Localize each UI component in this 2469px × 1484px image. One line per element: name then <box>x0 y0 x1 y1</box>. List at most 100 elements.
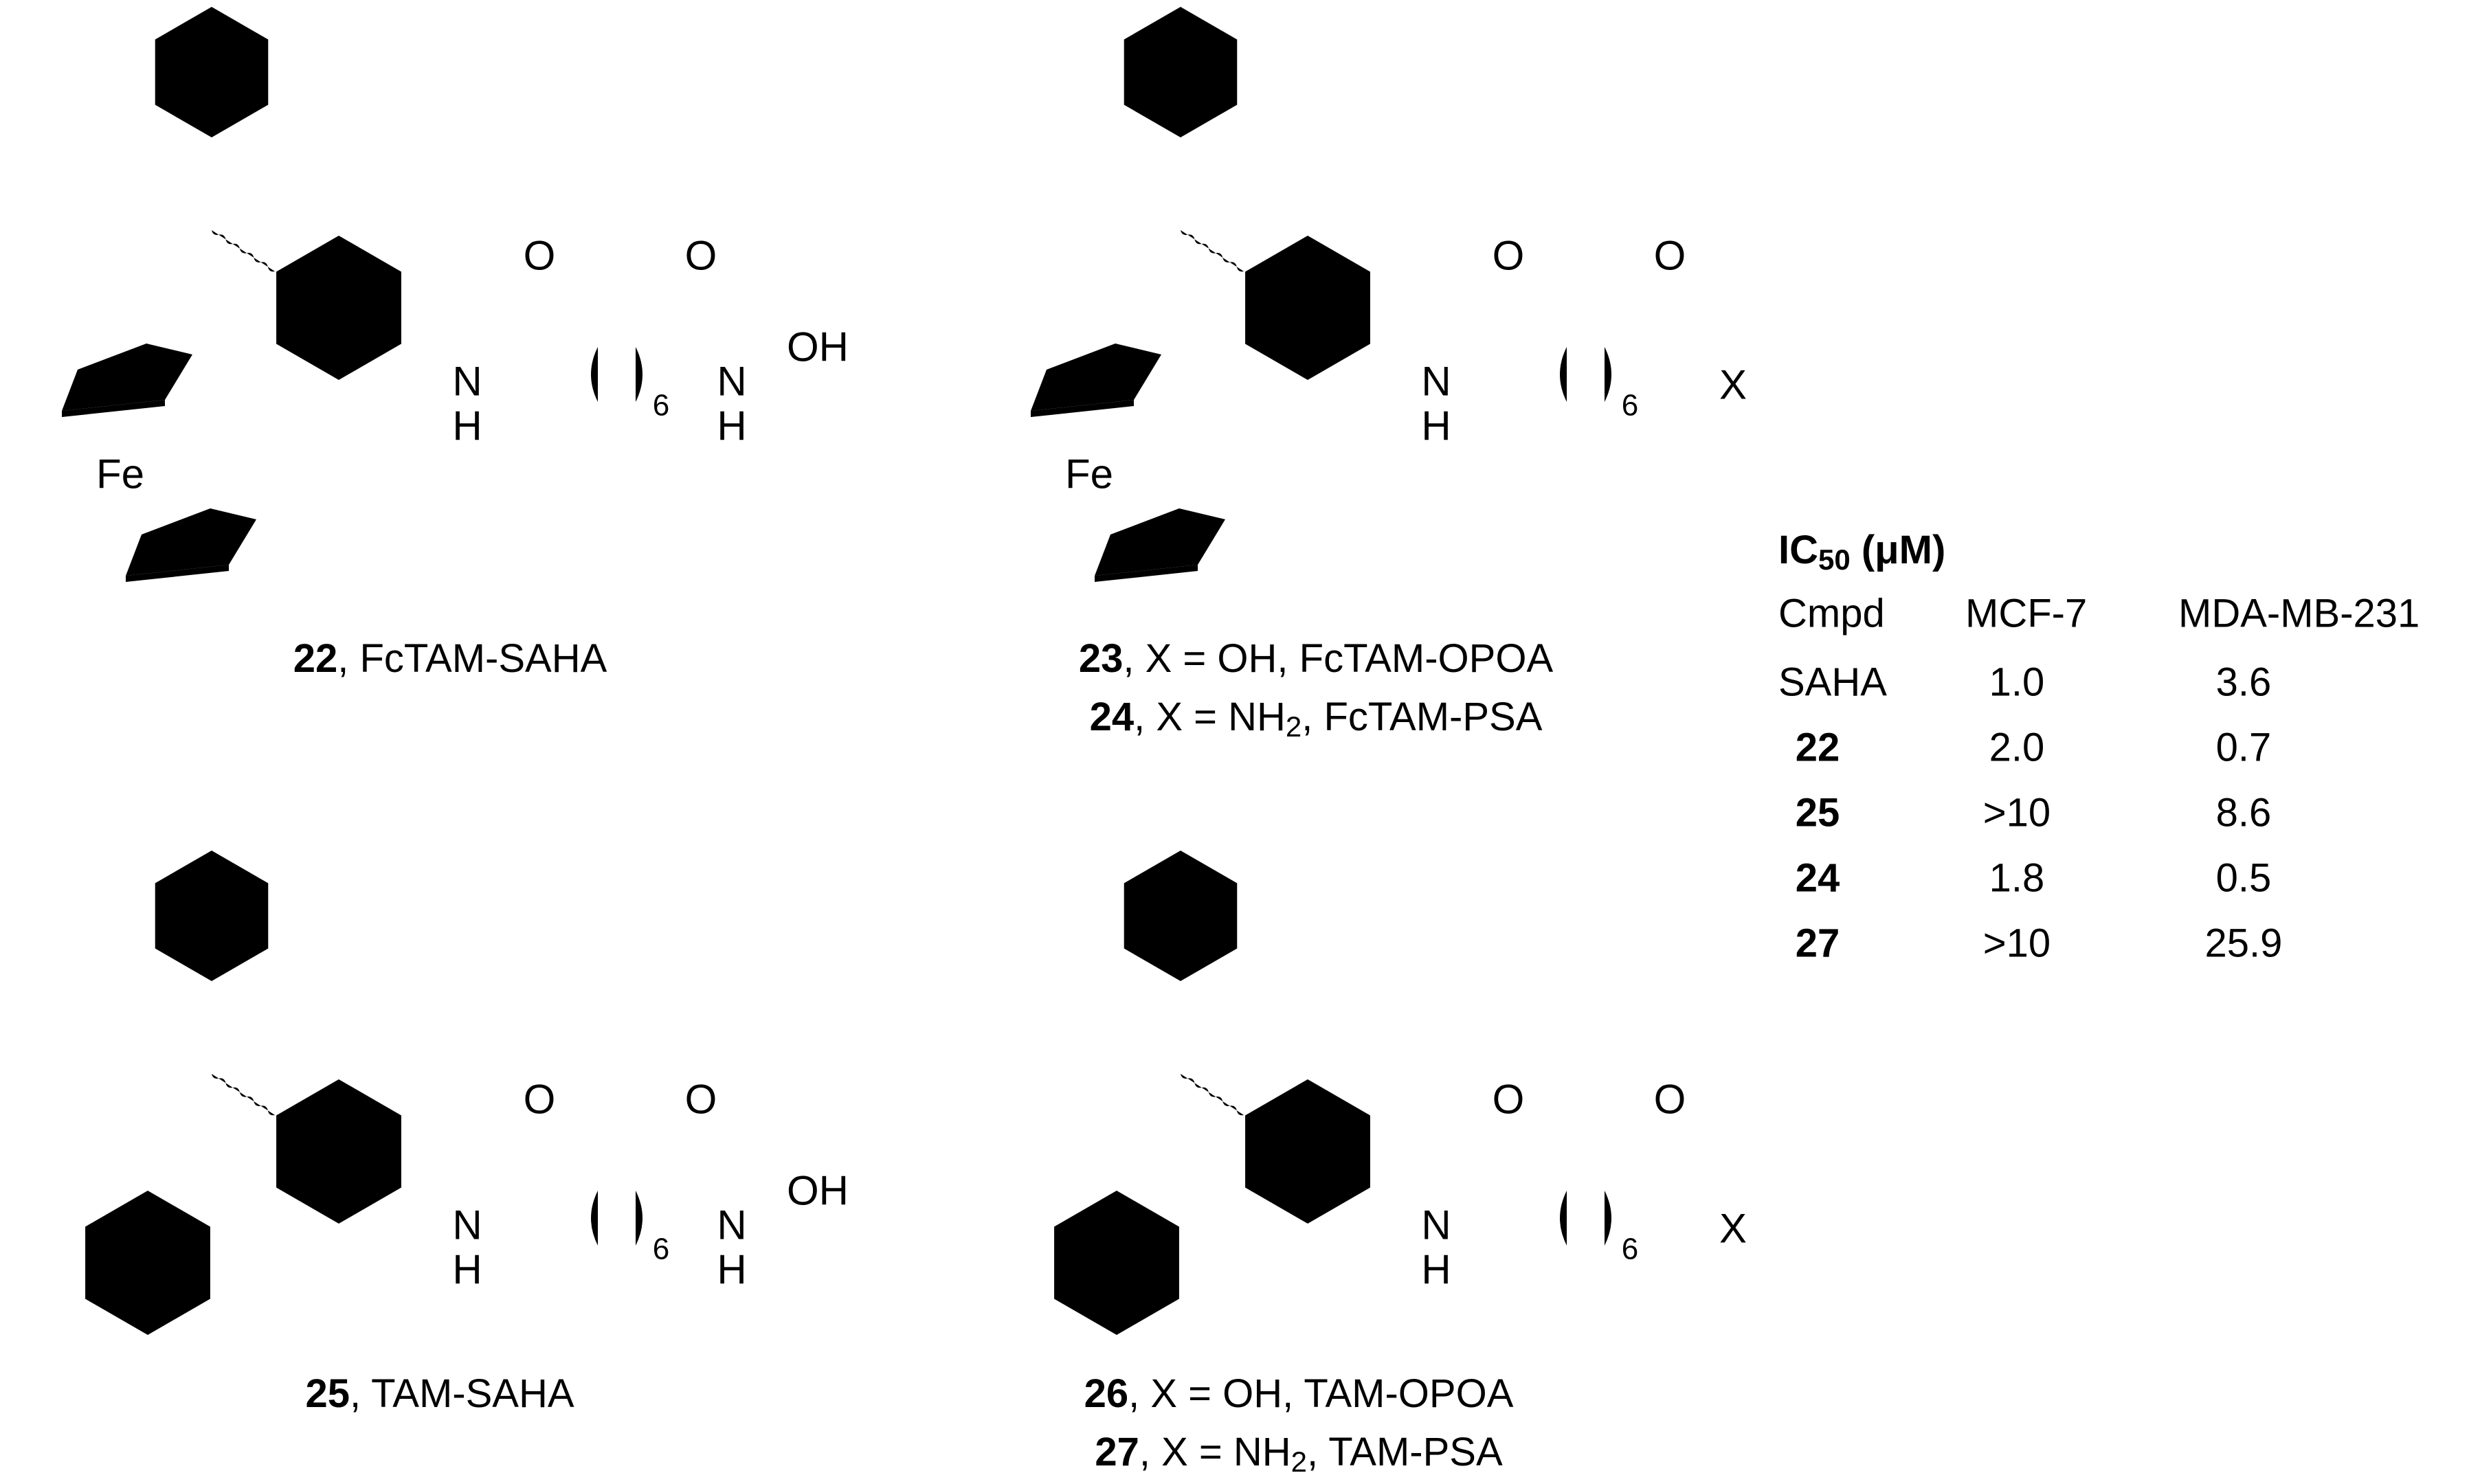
caption-separator: , <box>1128 1371 1150 1416</box>
nh-nitrogen: N <box>1421 359 1451 405</box>
caption-separator: , <box>1134 695 1156 739</box>
row-mcf7-value: 2.0 <box>1989 726 2045 770</box>
compound-number: 22 <box>293 636 338 681</box>
upper-cyclopentadienyl-aromatic-circle <box>1054 360 1135 398</box>
caption-separator: , <box>350 1371 371 1416</box>
compound-number: 27 <box>1095 1430 1139 1474</box>
lower-cyclopentadienyl <box>1095 508 1225 576</box>
caption-26: 26, X = OH, TAM-OPOA <box>1084 1371 1514 1416</box>
x-definition: X = OH, <box>1150 1371 1293 1416</box>
caption-space <box>1293 1371 1304 1416</box>
chain-bond-left <box>533 1188 588 1218</box>
wavy-bond <box>212 230 275 272</box>
caption-separator: , <box>1139 1430 1161 1474</box>
caption-space <box>1288 636 1299 681</box>
row-mda-value: 8.6 <box>2216 791 2272 835</box>
repeat-count: 6 <box>1622 389 1638 423</box>
alkene-bond <box>148 1074 212 1115</box>
title-suffix: (μM) <box>1851 528 1946 572</box>
caption-space <box>1312 695 1323 739</box>
upper-cyclopentadienyl-aromatic-circle <box>85 360 166 398</box>
repeat-bracket-right <box>1605 1191 1611 1246</box>
compound-name: FcTAM-SAHA <box>359 636 607 681</box>
upper-cyclopentadienyl-front-wedge <box>1031 400 1134 417</box>
top-phenyl-ring-double-bond <box>170 23 209 45</box>
lower-cyclopentadienyl-aromatic-circle <box>1118 525 1199 563</box>
alkene-double-bond <box>154 1089 206 1123</box>
title-prefix: IC <box>1778 528 1818 572</box>
header-0: Cmpd <box>1778 592 1885 636</box>
caption-23: 23, X = OH, FcTAM-OPOA <box>1079 636 1554 681</box>
lower-cyclopentadienyl-front-wedge <box>126 565 229 582</box>
x-definition: X = OH, <box>1146 636 1288 681</box>
top-phenyl-ring <box>155 7 269 137</box>
amide-oxygen: O <box>524 1077 556 1123</box>
row-mcf7-value: >10 <box>1983 791 2051 835</box>
nh-to-carbonyl-bond <box>489 344 533 370</box>
ethyl-bond-1 <box>1055 230 1117 271</box>
hydroxamic-hydrogen: H <box>717 403 746 449</box>
hydroxamic-nitrogen: N <box>717 1202 746 1248</box>
compound-name: TAM-PSA <box>1328 1430 1503 1474</box>
compound-number: 24 <box>1090 695 1135 739</box>
lower-phenyl-ring <box>85 1191 210 1335</box>
hydroxyl-group: OH <box>787 324 849 370</box>
title-subscript: 50 <box>1818 543 1851 576</box>
alkene-double-bond <box>1123 1089 1175 1123</box>
terminal-oxygen: O <box>1654 233 1686 279</box>
top-phenyl-ring <box>1124 851 1238 981</box>
compound-name: TAM-SAHA <box>371 1371 574 1416</box>
ethyl-bond-2 <box>990 230 1055 271</box>
row-compound: 25 <box>1796 791 1840 835</box>
row-mda-value: 25.9 <box>2205 921 2283 966</box>
alkene-bond <box>1117 230 1181 271</box>
repeat-bracket-right <box>1605 347 1611 402</box>
repeat-bracket-left <box>1560 1191 1567 1246</box>
ethyl-bond-2 <box>21 1074 86 1115</box>
repeat-bracket-left <box>591 1191 598 1246</box>
alkene-bond <box>148 230 212 271</box>
row-mcf7-value: 1.0 <box>1989 660 2045 705</box>
lower-cyclopentadienyl <box>126 508 256 576</box>
para-phenylene-ring <box>1245 1079 1370 1224</box>
alkene-double-bond <box>1123 245 1175 279</box>
para-phenylene-ring <box>1245 236 1370 380</box>
lower-cyclopentadienyl-front-wedge <box>1095 565 1198 582</box>
repeat-count: 6 <box>653 1233 669 1266</box>
wavy-bond <box>1181 1074 1244 1116</box>
compound-name: FcTAM-OPOA <box>1299 636 1554 681</box>
x-definition-comma: , <box>1301 695 1312 739</box>
para-phenylene-ring <box>276 1079 401 1224</box>
lower-phenyl-ring <box>1054 1191 1179 1335</box>
terminal-oxygen: O <box>685 233 717 279</box>
x-definition: X = NH <box>1156 695 1286 739</box>
hydroxyl-group: OH <box>787 1168 849 1214</box>
compound-name: FcTAM-PSA <box>1323 695 1542 739</box>
x-definition: X = NH <box>1161 1430 1291 1474</box>
repeat-bracket-right <box>636 1191 643 1246</box>
carbonyl-to-x-bond <box>1663 344 1711 374</box>
hydroxamic-nitrogen: N <box>717 359 746 405</box>
hydroxamic-hydrogen: H <box>717 1247 746 1293</box>
row-compound: SAHA <box>1778 660 1887 705</box>
row-mcf7-value: >10 <box>1983 921 2051 966</box>
substituent-x: X <box>1719 1206 1747 1252</box>
lower-cyclopentadienyl-aromatic-circle <box>149 525 230 563</box>
row-compound: 24 <box>1796 856 1840 901</box>
x-definition-comma: , <box>1307 1430 1318 1474</box>
top-phenyl-ring <box>155 851 269 981</box>
compound-number: 26 <box>1084 1371 1129 1416</box>
chain-bond-right <box>645 1188 694 1218</box>
chain-bond-left <box>1501 1188 1556 1218</box>
carbonyl-to-x-bond <box>1663 1188 1711 1218</box>
chain-bond-right <box>1613 1188 1663 1218</box>
caption-separator: , <box>1123 636 1145 681</box>
repeat-count: 6 <box>1622 1233 1638 1266</box>
aryl-to-nh-bond <box>402 1188 447 1215</box>
ethyl-bond-1 <box>86 230 148 271</box>
row-compound: 22 <box>1796 726 1840 770</box>
